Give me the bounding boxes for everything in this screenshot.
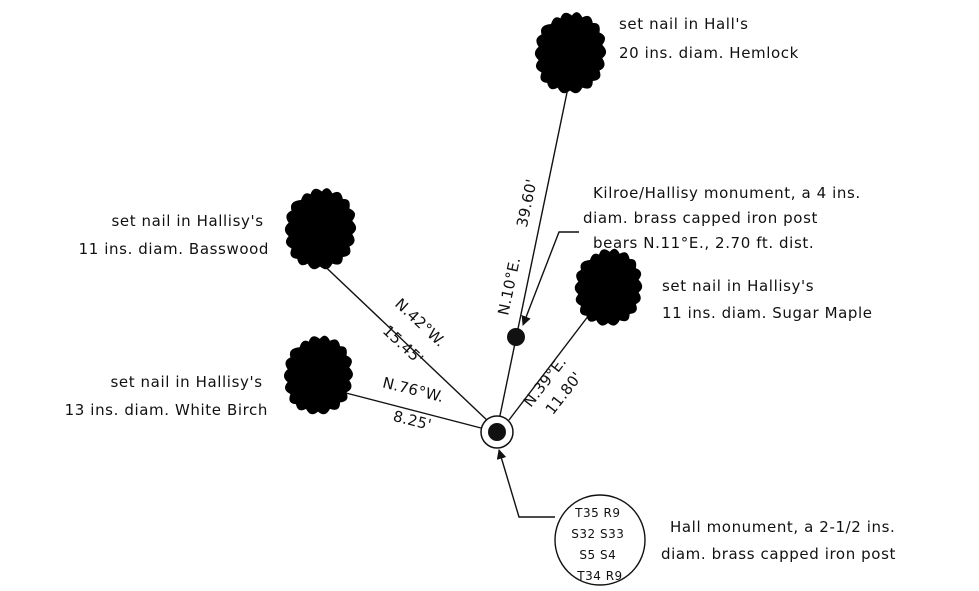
kilroe-monument-symbol — [507, 328, 525, 346]
kilroe-leader-line — [521, 231, 579, 326]
basswood-label-line-2: 11 ins. diam. Basswood — [79, 240, 269, 258]
hemlock-distance-text: 39.60' — [513, 177, 541, 229]
basswood-bearing-line — [313, 255, 491, 424]
sugar-maple-label-line-1: set nail in Hallisy's — [662, 277, 814, 295]
sugar-maple-bearing-line — [508, 314, 590, 421]
hall-monument-label: Hall monument, a 2-1/2 ins. diam. brass … — [661, 518, 901, 563]
white-birch-label: set nail in Hallisy's 13 ins. diam. Whit… — [65, 373, 268, 419]
hemlock-label: set nail in Hall's 20 ins. diam. Hemlock — [619, 15, 799, 62]
basswood-tree-icon — [284, 188, 357, 270]
white-birch-distance-text: 8.25' — [391, 407, 433, 434]
white-birch-tree-icon — [283, 335, 353, 415]
basswood-label: set nail in Hallisy's 11 ins. diam. Bass… — [79, 212, 269, 258]
white-birch-bearing-text: N.76°W. — [381, 374, 446, 407]
sugar-maple-label-line-2: 11 ins. diam. Sugar Maple — [662, 304, 873, 322]
basswood-label-line-1: set nail in Hallisy's — [111, 212, 263, 230]
kilroe-monument-line-2: diam. brass capped iron post — [583, 209, 818, 227]
white-birch-label-line-2: 13 ins. diam. White Birch — [65, 401, 268, 419]
section-corner-label: T35 R9 S32 S33 S5 S4 T34 R9 — [571, 506, 628, 583]
section-corner-line-1: T35 R9 — [574, 506, 620, 520]
sugar-maple-tree-icon — [574, 248, 643, 326]
white-birch-label-line-1: set nail in Hallisy's — [110, 373, 262, 391]
hemlock-bearing-line — [496, 77, 571, 431]
white-birch-bearing-label: N.76°W. 8.25' — [373, 374, 450, 437]
white-birch-bearing-line — [345, 392, 482, 429]
section-corner-symbol — [554, 494, 646, 586]
section-corner-line-3: S5 S4 — [579, 548, 616, 562]
hall-monument-dot — [488, 423, 506, 441]
hemlock-tree-icon — [534, 12, 607, 94]
sugar-maple-label: set nail in Hallisy's 11 ins. diam. Suga… — [662, 277, 873, 322]
kilroe-monument-line-3: bears N.11°E., 2.70 ft. dist. — [593, 234, 814, 252]
hemlock-label-line-2: 20 ins. diam. Hemlock — [619, 44, 799, 62]
basswood-bearing-label: N.42°W. 15.45' — [372, 295, 453, 375]
hall-monument-line-2: diam. brass capped iron post — [661, 545, 896, 563]
hemlock-bearing-text: N.10°E. — [494, 255, 524, 316]
hall-leader-line — [496, 449, 555, 518]
sugar-maple-bearing-label: N.39°E. 11.80' — [520, 349, 591, 424]
hemlock-label-line-1: set nail in Hall's — [619, 15, 748, 33]
kilroe-monument-label: Kilroe/Hallisy monument, a 4 ins. diam. … — [583, 184, 866, 252]
section-corner-line-2: S32 S33 — [571, 527, 624, 541]
kilroe-monument-line-1: Kilroe/Hallisy monument, a 4 ins. — [593, 184, 861, 202]
section-corner-line-4: T34 R9 — [576, 569, 622, 583]
hall-monument-line-1: Hall monument, a 2-1/2 ins. — [670, 518, 895, 536]
